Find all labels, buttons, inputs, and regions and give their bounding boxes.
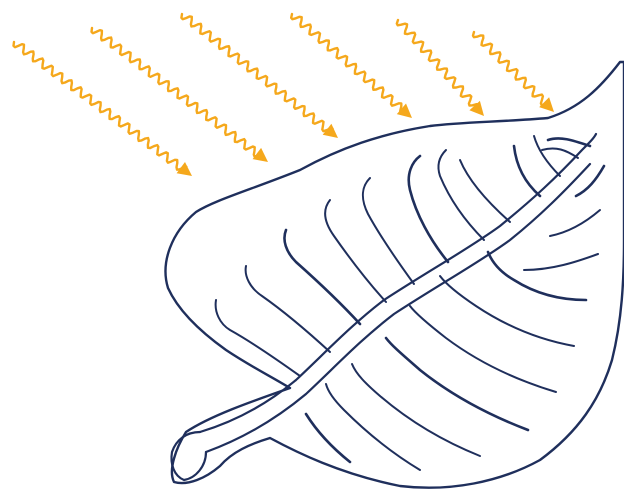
wavy-arrow-icon <box>14 42 193 176</box>
leaf-vein <box>216 300 300 376</box>
sunlight-rays <box>14 14 555 176</box>
leaf-vein <box>542 148 578 158</box>
leaf-vein <box>352 364 480 456</box>
leaf-vein <box>460 160 510 222</box>
wavy-ray-line <box>291 14 403 113</box>
leaf-vein <box>326 384 420 470</box>
wavy-ray-line <box>473 32 549 105</box>
leaf-vein <box>488 252 586 300</box>
leaf-vein <box>409 156 448 262</box>
leaf-vein <box>306 414 350 462</box>
leaf-vein <box>576 166 604 196</box>
leaf-vein <box>550 210 600 236</box>
wavy-arrow-icon <box>291 14 412 118</box>
arrowhead-icon <box>397 104 412 119</box>
wavy-arrow-icon <box>473 32 554 112</box>
leaf-midrib <box>200 134 596 432</box>
leaf-midrib-lower-edge <box>206 164 590 452</box>
leaf-outline <box>166 62 624 488</box>
leaf-icon <box>166 62 624 488</box>
wavy-arrow-icon <box>92 28 269 162</box>
leaf-vein <box>524 254 598 270</box>
leaf-vein <box>363 178 414 284</box>
wavy-ray-line <box>14 42 187 170</box>
leaf-vein <box>514 146 540 196</box>
wavy-ray-line <box>397 20 479 107</box>
wavy-arrow-icon <box>397 20 484 116</box>
leaf-vein <box>246 266 330 352</box>
leaf-vein <box>534 136 560 176</box>
leaf-petiole <box>172 432 207 480</box>
wavy-ray-line <box>92 28 262 157</box>
leaf-vein <box>440 276 574 346</box>
leaf-vein <box>284 230 360 324</box>
leaf-vein <box>548 138 590 146</box>
leaf-vein <box>325 200 386 302</box>
